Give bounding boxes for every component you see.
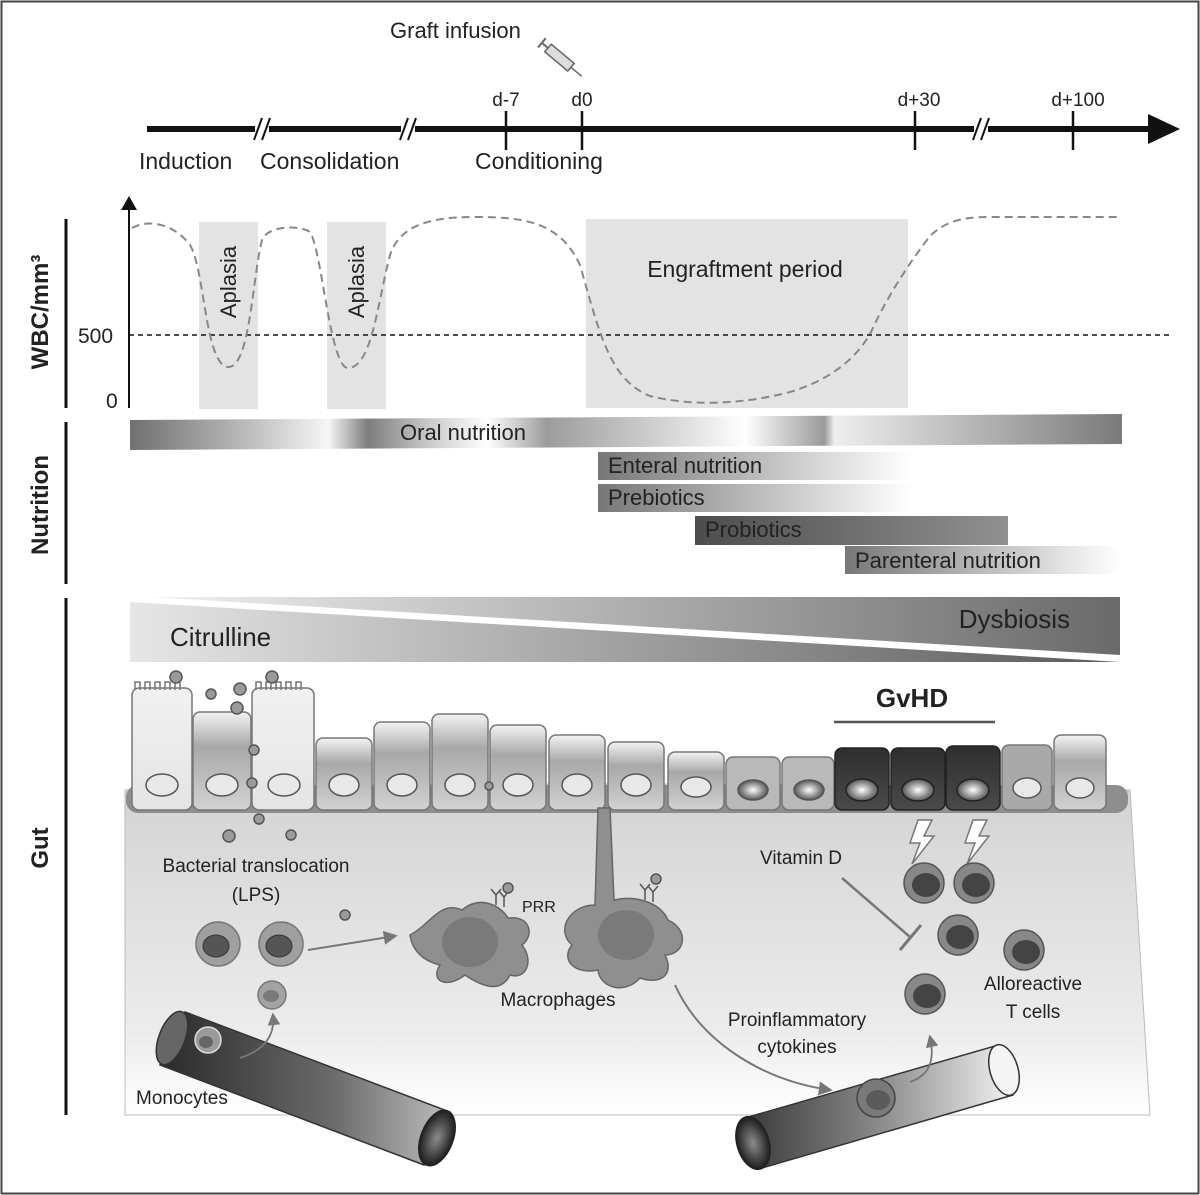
monocytes-label: Monocytes bbox=[136, 1088, 228, 1109]
cytokines-label: cytokines bbox=[757, 1037, 836, 1058]
citrulline-label: Citrulline bbox=[170, 622, 271, 652]
alloreactive-t-cells bbox=[903, 862, 1045, 1015]
phase-induction: Induction bbox=[139, 148, 232, 174]
prr-label: PRR bbox=[522, 899, 556, 916]
epithelial-cell bbox=[315, 737, 373, 811]
citrulline-wedge bbox=[130, 602, 1120, 662]
gut-panel: Gut Citrulline Dysbiosis GvHD bbox=[27, 597, 1151, 1171]
lps-label: (LPS) bbox=[232, 885, 281, 906]
timeline-break-3 bbox=[972, 117, 990, 141]
parenteral-nutrition-label: Parenteral nutrition bbox=[855, 548, 1041, 573]
vitamin-d-label: Vitamin D bbox=[760, 848, 842, 869]
probiotics-label: Probiotics bbox=[705, 517, 802, 542]
proinflammatory-label: Proinflammatory bbox=[728, 1010, 867, 1031]
epithelial-cell bbox=[548, 734, 606, 811]
wbc-y-arrowhead bbox=[121, 196, 137, 210]
dysbiosis-label: Dysbiosis bbox=[959, 604, 1070, 634]
tick-label-d100: d+100 bbox=[1051, 90, 1104, 111]
vitamin-d-inhibition-line bbox=[841, 877, 911, 938]
epithelial-cell bbox=[373, 721, 431, 811]
epithelial-cell bbox=[1053, 734, 1107, 811]
timeline: Graft infusion d-7 d0 d+30 d+100 bbox=[139, 18, 1180, 174]
epithelial-cell bbox=[251, 681, 315, 811]
epithelial-cell-gvhd bbox=[890, 747, 946, 811]
oral-nutrition-bar bbox=[130, 414, 1122, 450]
wbc-axis-label: WBC/mm³ bbox=[27, 255, 54, 370]
extravasation-arrow-left bbox=[239, 1012, 281, 1059]
aplasia-label-2: Aplasia bbox=[344, 245, 369, 318]
inhibition-bar bbox=[898, 924, 923, 951]
tick-label-d0: d0 bbox=[571, 90, 592, 111]
probiotics-bar bbox=[695, 516, 1008, 545]
t-cells-label: T cells bbox=[1006, 1002, 1061, 1023]
epithelial-cell bbox=[667, 751, 725, 811]
cytokine-arrow bbox=[674, 984, 833, 1096]
epithelial-cell-gvhd bbox=[834, 747, 890, 811]
extravasation-arrow-right bbox=[909, 1034, 939, 1083]
alloreactive-label: Alloreactive bbox=[984, 974, 1082, 995]
macrophages-label: Macrophages bbox=[500, 990, 615, 1011]
nutrition-panel: Nutrition Oral nutrition Enteral nutriti… bbox=[27, 414, 1122, 584]
nutrition-axis-label: Nutrition bbox=[27, 455, 54, 555]
macrophage-cell-2 bbox=[564, 807, 684, 989]
dysbiosis-wedge bbox=[150, 597, 1120, 655]
monocyte-to-macrophage-arrow bbox=[307, 930, 398, 951]
engraftment-label: Engraftment period bbox=[647, 256, 843, 282]
syringe-icon bbox=[537, 37, 583, 77]
monocyte-cells bbox=[195, 921, 304, 1010]
tick-label-d30: d+30 bbox=[898, 90, 941, 111]
blood-vessel-left bbox=[155, 1010, 456, 1167]
phase-conditioning: Conditioning bbox=[475, 148, 603, 174]
timeline-break-1 bbox=[253, 117, 271, 141]
epithelial-cell bbox=[131, 681, 193, 811]
prebiotics-bar bbox=[598, 484, 912, 512]
epithelial-cell bbox=[431, 713, 489, 811]
epithelial-cell bbox=[192, 711, 252, 811]
enteral-nutrition-label: Enteral nutrition bbox=[608, 453, 762, 478]
phase-consolidation: Consolidation bbox=[260, 148, 399, 174]
aplasia-label-1: Aplasia bbox=[216, 245, 241, 318]
epithelial-cell bbox=[607, 741, 665, 811]
engraftment-region bbox=[586, 219, 908, 408]
bacterial-translocation-label: Bacterial translocation bbox=[163, 856, 350, 877]
wbc-curve bbox=[131, 215, 1120, 404]
aplasia-region-1 bbox=[199, 222, 258, 409]
timeline-arrowhead bbox=[1148, 114, 1180, 144]
macrophage-cell-1 bbox=[409, 882, 530, 988]
graft-infusion-label: Graft infusion bbox=[390, 18, 521, 43]
prebiotics-label: Prebiotics bbox=[608, 485, 705, 510]
timeline-break-2 bbox=[399, 117, 417, 141]
wbc-panel: WBC/mm³ 500 0 Aplasia Aplasia Engraftmen… bbox=[27, 196, 1170, 413]
epithelial-cell bbox=[781, 756, 835, 811]
epithelial-cell bbox=[489, 724, 547, 811]
epithelial-cell bbox=[1001, 744, 1053, 811]
oral-nutrition-label: Oral nutrition bbox=[400, 420, 526, 445]
enteral-nutrition-bar bbox=[598, 452, 912, 480]
lightning-icon bbox=[908, 819, 991, 865]
wbc-tick-500: 500 bbox=[78, 325, 113, 348]
gut-axis-label: Gut bbox=[27, 827, 54, 868]
blood-vessel-right bbox=[735, 1043, 1020, 1171]
epithelial-cell bbox=[725, 756, 781, 811]
bacteria-particles bbox=[169, 670, 494, 921]
parenteral-nutrition-bar bbox=[845, 546, 1121, 574]
epithelial-cell-gvhd bbox=[945, 745, 1001, 811]
gvhd-label: GvHD bbox=[876, 683, 948, 713]
epithelial-cells bbox=[131, 681, 1107, 811]
wbc-tick-0: 0 bbox=[106, 390, 118, 413]
tick-label-d-7: d-7 bbox=[492, 90, 519, 111]
